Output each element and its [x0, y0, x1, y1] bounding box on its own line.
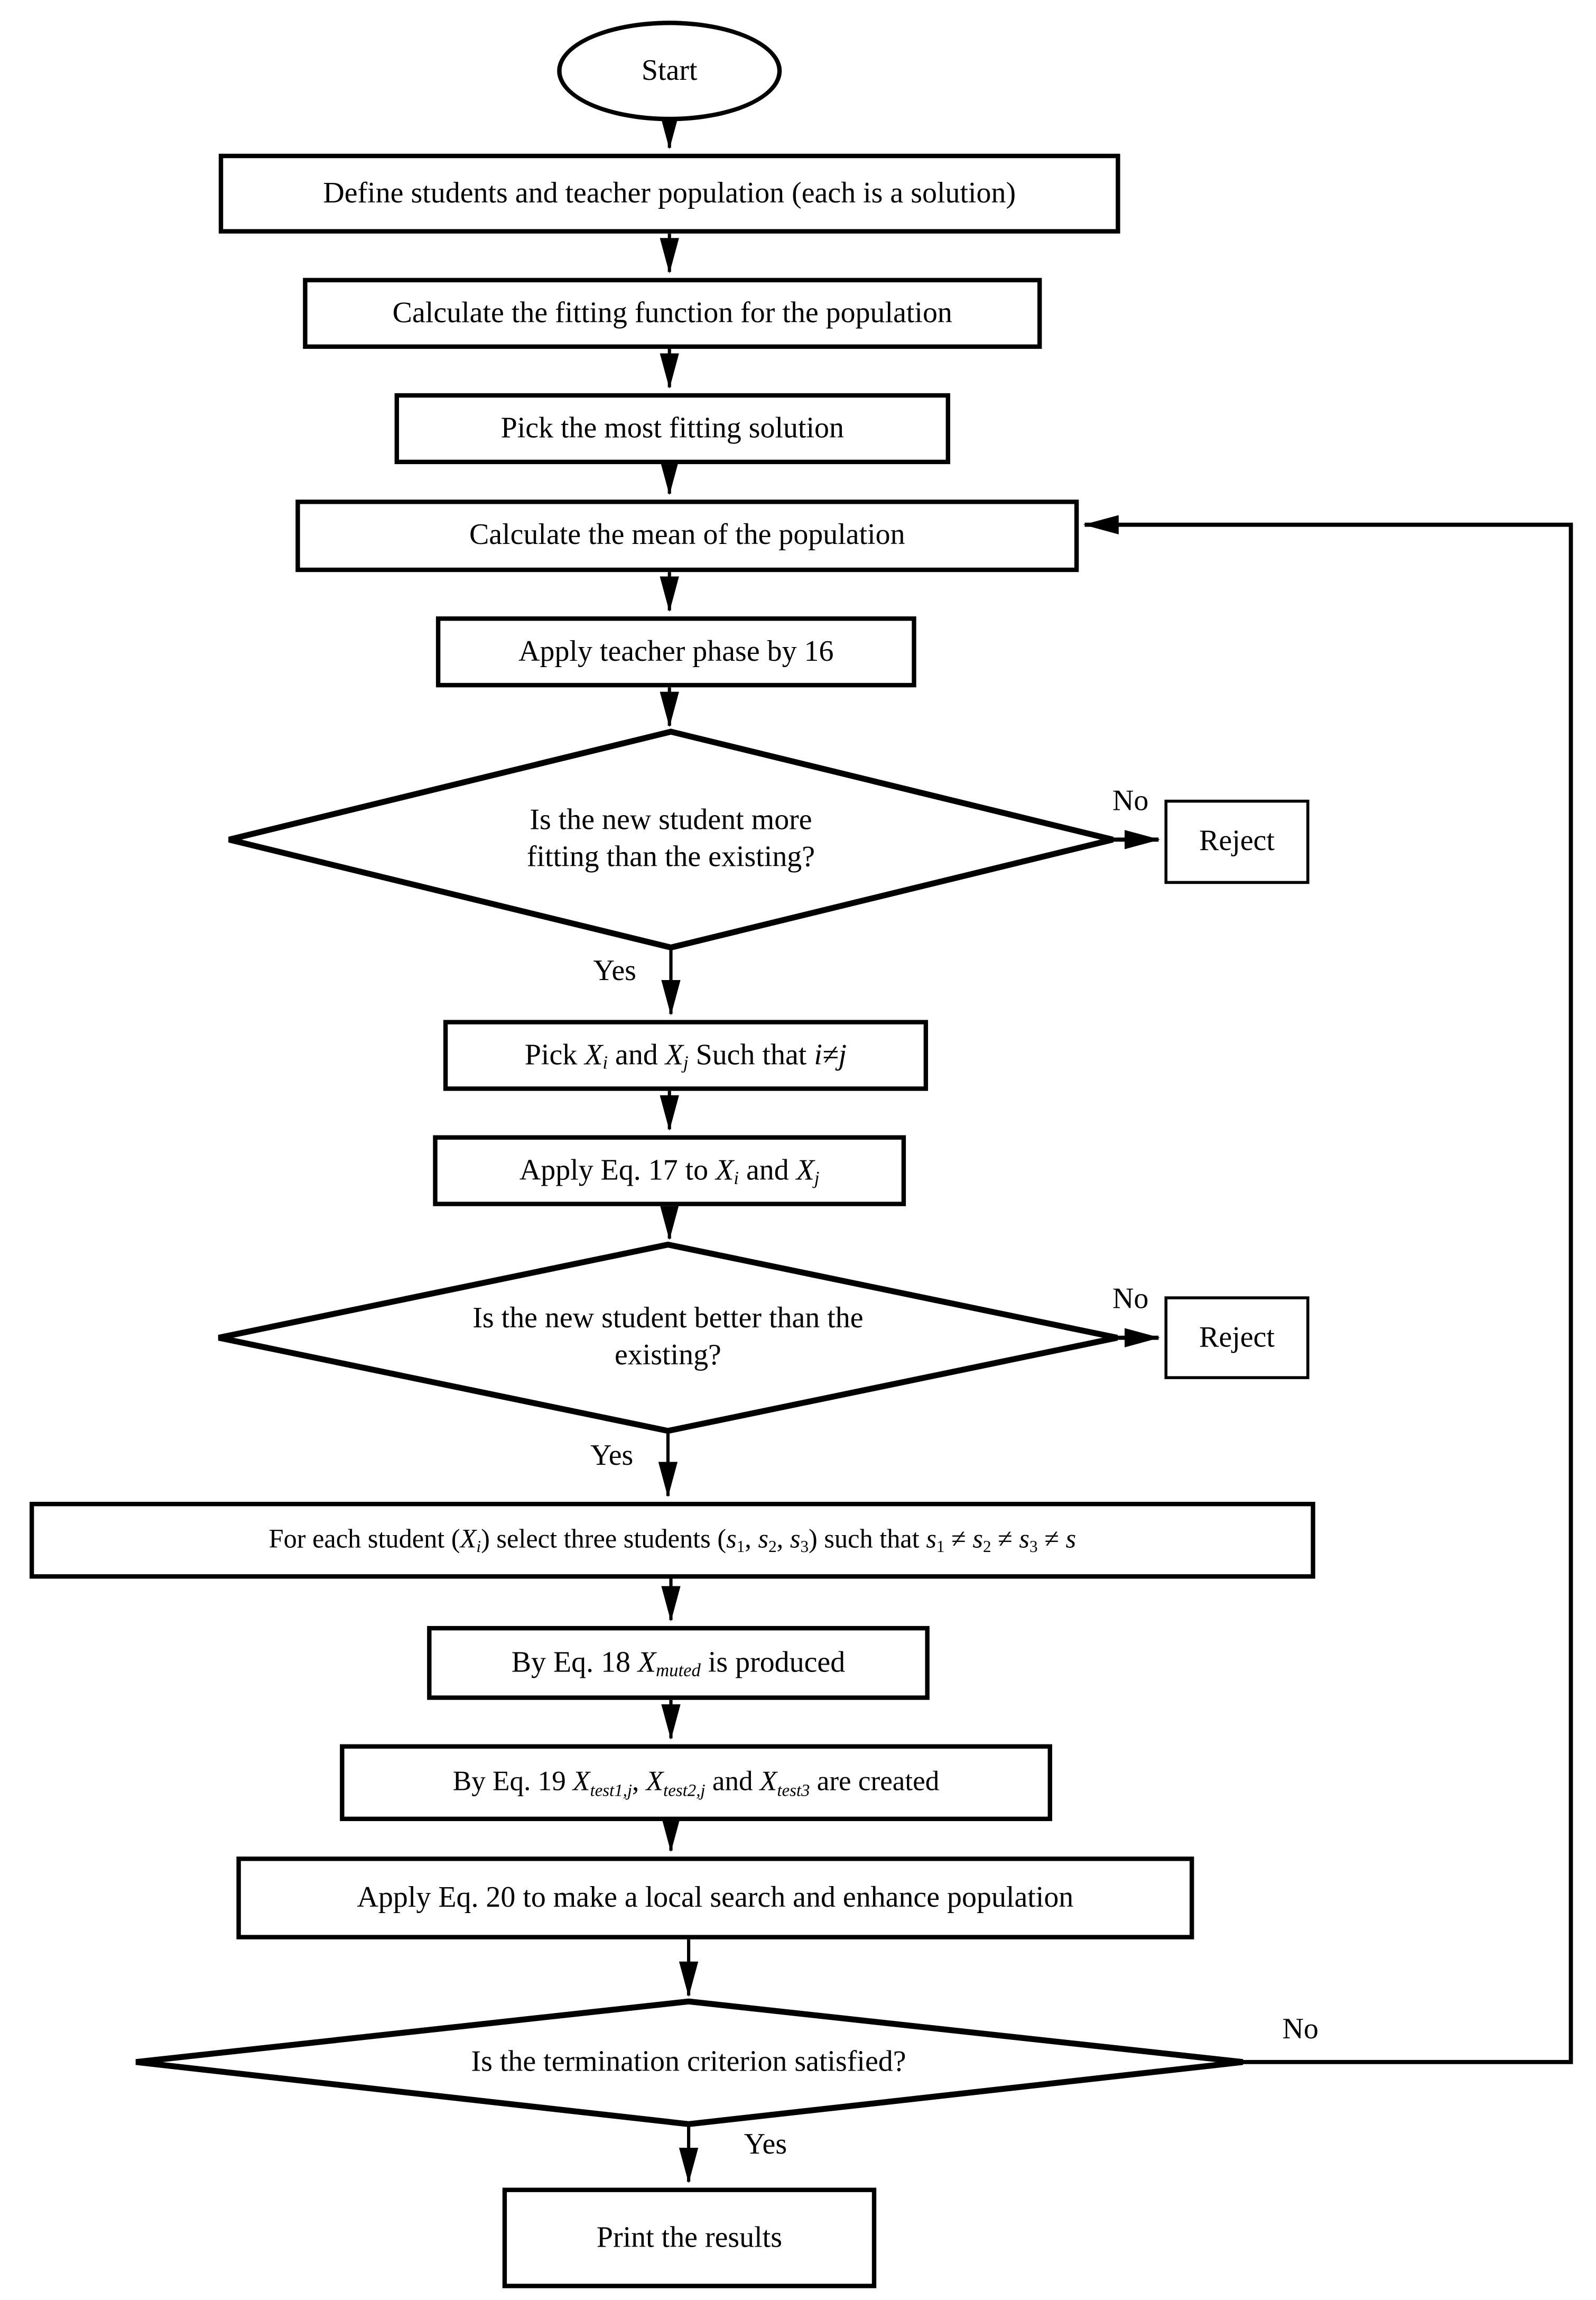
reject-box-1-label: Reject — [1199, 825, 1275, 858]
edge-label-d1-yes: Yes — [593, 955, 636, 987]
process-eq19-xtest-label: By Eq. 19 Xtest1,j, Xtest2,j and Xtest3 … — [452, 1767, 940, 1800]
process-calculate-mean-label: Calculate the mean of the population — [469, 519, 905, 552]
decision-termination-label: Is the termination criterion satisfied? — [471, 2045, 906, 2078]
process-apply-eq20-label: Apply Eq. 20 to make a local search and … — [357, 1881, 1074, 1914]
process-pick-xi-xj: Pick Xi and Xj Such that i≠j — [443, 1020, 929, 1091]
process-print-results-label: Print the results — [596, 2221, 782, 2254]
decision-diamond-more-fitting — [228, 728, 1114, 951]
reject-box-1: Reject — [1164, 799, 1310, 884]
terminator-start: Start — [557, 21, 782, 122]
edge-label-d2-no: No — [1112, 1283, 1149, 1316]
process-apply-teacher-phase-label: Apply teacher phase by 16 — [518, 635, 834, 668]
edge-label-d2-yes: Yes — [590, 1439, 634, 1473]
reject-box-2: Reject — [1164, 1296, 1310, 1379]
process-calculate-fitting-function-label: Calculate the fitting function for the p… — [392, 297, 952, 330]
decision-diamond-termination — [135, 1998, 1244, 2127]
process-pick-most-fitting-label: Pick the most fitting solution — [500, 412, 844, 445]
edge-label-d3-no: No — [1282, 2013, 1319, 2046]
process-apply-teacher-phase: Apply teacher phase by 16 — [435, 616, 916, 688]
process-pick-xi-xj-label: Pick Xi and Xj Such that i≠j — [524, 1039, 847, 1074]
start-label: Start — [641, 54, 698, 87]
process-apply-eq20: Apply Eq. 20 to make a local search and … — [236, 1856, 1194, 1939]
process-eq18-xmuted: By Eq. 18 Xmuted is produced — [427, 1625, 930, 1700]
process-print-results: Print the results — [502, 2187, 877, 2288]
reject-box-2-label: Reject — [1199, 1321, 1275, 1354]
connector-d3-no-loop-to-mean — [1083, 515, 1573, 2064]
decision-better-label: Is the new student better than the exist… — [472, 1302, 864, 1372]
decision-more-fitting-label: Is the new student more fitting than the… — [526, 804, 815, 874]
edge-label-d3-yes: Yes — [744, 2128, 787, 2162]
process-apply-eq17-label: Apply Eq. 17 to Xi and Xj — [519, 1154, 820, 1189]
process-define-population-label: Define students and teacher population (… — [323, 177, 1016, 210]
process-eq18-xmuted-label: By Eq. 18 Xmuted is produced — [511, 1646, 846, 1682]
process-define-population: Define students and teacher population (… — [218, 153, 1120, 234]
process-eq19-xtest: By Eq. 19 Xtest1,j, Xtest2,j and Xtest3 … — [340, 1744, 1052, 1822]
process-select-three-students: For each student (Xi) select three stude… — [29, 1502, 1315, 1579]
process-apply-eq17: Apply Eq. 17 to Xi and Xj — [433, 1135, 906, 1206]
edge-label-d1-no: No — [1112, 784, 1149, 818]
process-select-three-students-label: For each student (Xi) select three stude… — [268, 1524, 1077, 1557]
process-calculate-mean: Calculate the mean of the population — [295, 500, 1079, 572]
decision-diamond-better — [218, 1241, 1118, 1434]
process-calculate-fitting-function: Calculate the fitting function for the p… — [303, 278, 1042, 349]
process-pick-most-fitting: Pick the most fitting solution — [394, 393, 951, 465]
